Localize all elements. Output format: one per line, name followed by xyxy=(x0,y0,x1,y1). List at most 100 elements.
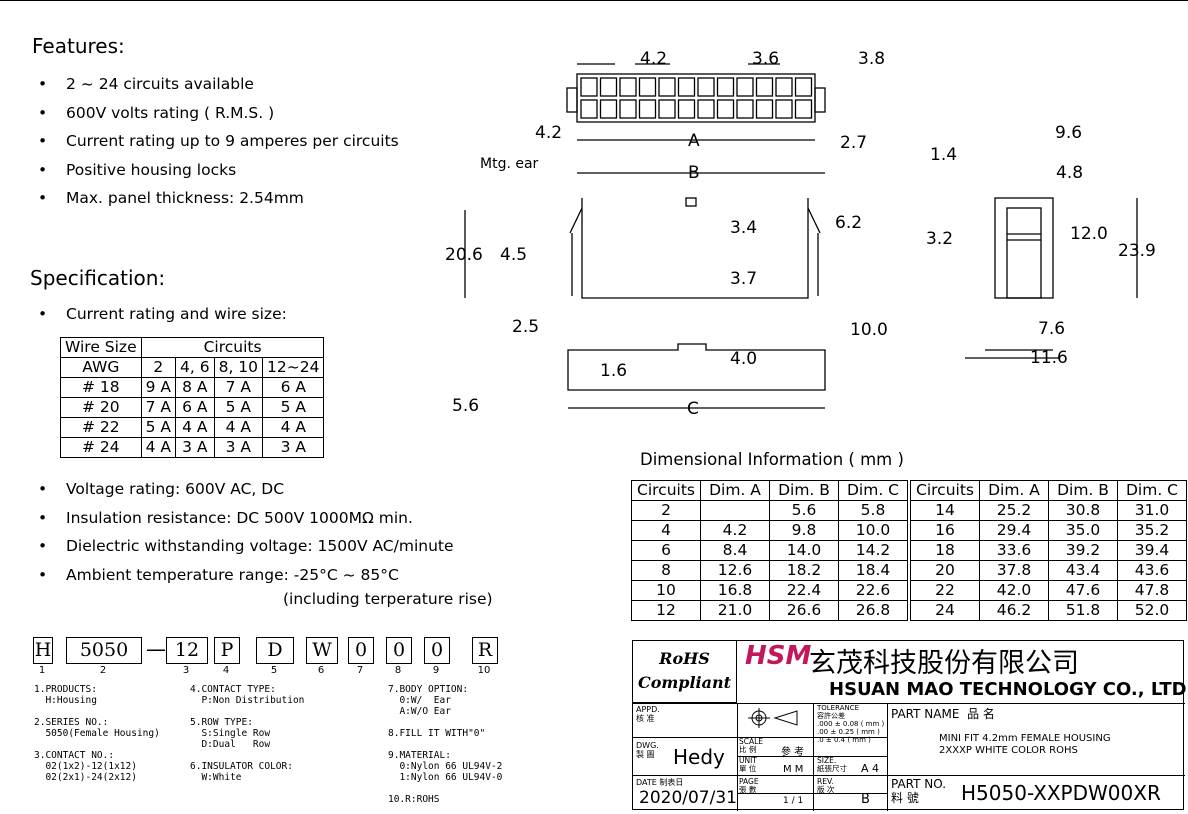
table-cell: 8 A xyxy=(175,377,215,398)
table-cell: 35.2 xyxy=(1117,520,1187,541)
table-cell: 52.0 xyxy=(1117,600,1187,621)
table-cell: 12.6 xyxy=(700,560,770,581)
wire-size-header: Wire Size xyxy=(60,337,142,358)
features-title: Features: xyxy=(32,34,125,58)
dimension-label: 4.2 xyxy=(640,49,667,69)
table-cell: 16 xyxy=(907,520,980,541)
cavity-cell xyxy=(599,99,618,119)
compliant-label: Compliant xyxy=(637,673,732,692)
cavity-cell xyxy=(716,99,735,119)
dim-header: Circuits xyxy=(907,480,980,501)
scale-value: 參 考 xyxy=(781,747,805,758)
table-cell: 5 A xyxy=(213,397,264,418)
tb-divider xyxy=(633,737,887,738)
part-no-label: PART NO.料 號 xyxy=(891,777,947,805)
table-cell: 10.0 xyxy=(838,520,910,541)
table-cell: 5.8 xyxy=(838,500,910,521)
circuits-col-header: 2 xyxy=(140,357,177,378)
circuits-col-header: 8, 10 xyxy=(213,357,264,378)
dimension-label: C xyxy=(687,399,699,418)
tb-divider xyxy=(633,703,1185,704)
table-cell: 5 A xyxy=(140,417,177,438)
table-cell: # 24 xyxy=(60,437,142,458)
part-code-box: 0 xyxy=(424,637,450,664)
table-cell: 4 A xyxy=(262,417,325,438)
dim-header: Dim. C xyxy=(838,480,910,501)
date-label: DATE 制表日 xyxy=(636,778,684,787)
company-logo: HSM xyxy=(745,641,812,671)
table-cell: 5.6 xyxy=(769,500,839,521)
rev-value: B xyxy=(861,792,870,807)
circuits-header: Circuits xyxy=(140,337,325,358)
dimension-label: 4.8 xyxy=(1056,163,1083,183)
table-cell: 5 A xyxy=(262,397,325,418)
part-code-box: 0 xyxy=(386,637,412,664)
tb-divider xyxy=(813,703,814,811)
dimension-label: 4.2 xyxy=(535,123,562,143)
table-cell: 3 A xyxy=(262,437,325,458)
cavity-cell xyxy=(755,99,774,119)
dimension-label: Mtg. ear xyxy=(480,156,539,172)
size-value: A 4 xyxy=(861,762,880,775)
specification-title: Specification: xyxy=(30,266,166,290)
circuits-col-header: 12~24 xyxy=(262,357,325,378)
rohs-box: RoHS Compliant xyxy=(633,641,737,703)
part-code-number: 4 xyxy=(222,665,230,676)
dim-header: Circuits xyxy=(631,480,701,501)
part-code-box: H xyxy=(33,637,53,664)
size-label: SIZE.紙張尺寸 xyxy=(817,756,847,773)
projection-symbol-icon xyxy=(748,708,798,728)
feature-item: 600V volts rating ( R.M.S. ) xyxy=(38,99,399,128)
table-cell: 9.8 xyxy=(769,520,839,541)
page-value: 1 / 1 xyxy=(783,796,804,806)
company-name-cn: 玄茂科技股份有限公司 xyxy=(809,648,1079,679)
rev-label: REV.版 次 xyxy=(817,777,835,794)
table-cell: 6 A xyxy=(262,377,325,398)
table-cell: 20 xyxy=(907,560,980,581)
table-cell: 14 xyxy=(907,500,980,521)
cavity-cell xyxy=(638,77,657,97)
dimension-label: 4.0 xyxy=(730,349,757,369)
table-cell: 18.4 xyxy=(838,560,910,581)
table-cell: 4 A xyxy=(175,417,215,438)
table-cell: 7 A xyxy=(140,397,177,418)
dimension-label: 11.6 xyxy=(1030,348,1068,368)
including-note: (including terperature rise) xyxy=(283,590,493,608)
table-cell: 22 xyxy=(907,580,980,601)
table-cell: 42.0 xyxy=(979,580,1049,601)
dimension-label: B xyxy=(688,163,700,183)
table-cell: 51.8 xyxy=(1048,600,1118,621)
table-cell: 22.6 xyxy=(838,580,910,601)
cavity-cell xyxy=(716,77,735,97)
cavity-cell xyxy=(658,77,676,97)
dim-header: Dim. B xyxy=(769,480,839,501)
table-cell: 22.4 xyxy=(769,580,839,601)
part-code-number: 10 xyxy=(477,665,491,676)
cavity-cell xyxy=(736,99,754,119)
table-cell: # 22 xyxy=(60,417,142,438)
table-cell: 4 A xyxy=(140,437,177,458)
dimension-label: 3.7 xyxy=(730,269,757,289)
feature-item: Max. panel thickness: 2.54mm xyxy=(38,184,399,213)
dimension-label: 3.6 xyxy=(752,49,779,69)
table-cell: # 18 xyxy=(60,377,142,398)
table-cell: 43.6 xyxy=(1117,560,1187,581)
table-cell: 14.0 xyxy=(769,540,839,561)
part-no-value: H5050-XXPDW00XR xyxy=(961,781,1161,805)
table-cell: 3 A xyxy=(175,437,215,458)
legend-col-1: 1.PRODUCTS: H:Housing 2.SERIES NO.: 5050… xyxy=(34,684,160,783)
part-name-label: PART NAME 品 名 xyxy=(891,707,995,721)
dimension-label: A xyxy=(688,131,700,151)
table-cell: 39.4 xyxy=(1117,540,1187,561)
tb-divider xyxy=(887,703,888,811)
tb-divider xyxy=(737,756,887,757)
cavity-cell xyxy=(619,99,637,119)
part-code-number: 1 xyxy=(38,665,46,676)
